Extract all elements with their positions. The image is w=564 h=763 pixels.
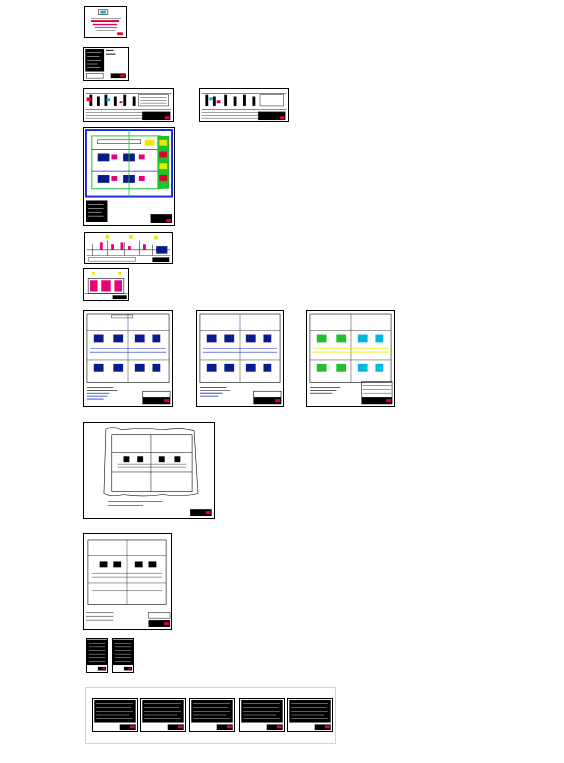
color-plan-drawing [84, 129, 174, 223]
sheet-spec-4[interactable] [239, 698, 285, 732]
notes-drawing [85, 48, 126, 79]
single-line-1-drawing [85, 93, 172, 121]
cover-drawing [90, 9, 123, 36]
sheet-layout-plan[interactable] [83, 533, 172, 630]
sheet-detail-small[interactable] [83, 268, 129, 301]
sheet-spec-1[interactable] [92, 698, 138, 732]
sheet-elevation[interactable] [84, 232, 173, 264]
spec-3-drawing [191, 699, 233, 731]
sheet-single-line-1[interactable] [83, 88, 174, 122]
elevation-drawing [86, 234, 171, 263]
sheet-plan-a[interactable] [83, 310, 173, 407]
sheet-spec-5[interactable] [287, 698, 333, 732]
site-plan-drawing [103, 427, 212, 517]
plan-b-drawing [199, 313, 282, 405]
table-1-drawing [87, 639, 107, 671]
spec-5-drawing [289, 699, 331, 731]
layout-plan-drawing [85, 539, 171, 627]
sheet-plan-b[interactable] [196, 310, 284, 407]
spec-4-drawing [241, 699, 283, 731]
single-line-2-drawing [201, 93, 287, 121]
sheet-spec-3[interactable] [189, 698, 235, 732]
detail-small-drawing [84, 271, 128, 300]
sheet-single-line-2[interactable] [199, 88, 289, 122]
table-2-drawing [113, 639, 133, 671]
spec-2-drawing [142, 699, 184, 731]
sheet-cover[interactable] [84, 6, 127, 38]
spec-1-drawing [94, 699, 136, 731]
sheet-table-2[interactable] [112, 638, 134, 673]
sheet-table-1[interactable] [86, 638, 108, 673]
sheet-color-plan[interactable] [83, 127, 175, 226]
sheet-plan-c[interactable] [306, 310, 395, 407]
sheet-notes[interactable] [83, 47, 129, 81]
plan-a-drawing [86, 313, 171, 405]
sheet-spec-2[interactable] [140, 698, 186, 732]
plan-c-drawing [309, 313, 393, 405]
selection-frame[interactable] [85, 687, 336, 744]
sheet-site-plan[interactable] [83, 422, 215, 519]
